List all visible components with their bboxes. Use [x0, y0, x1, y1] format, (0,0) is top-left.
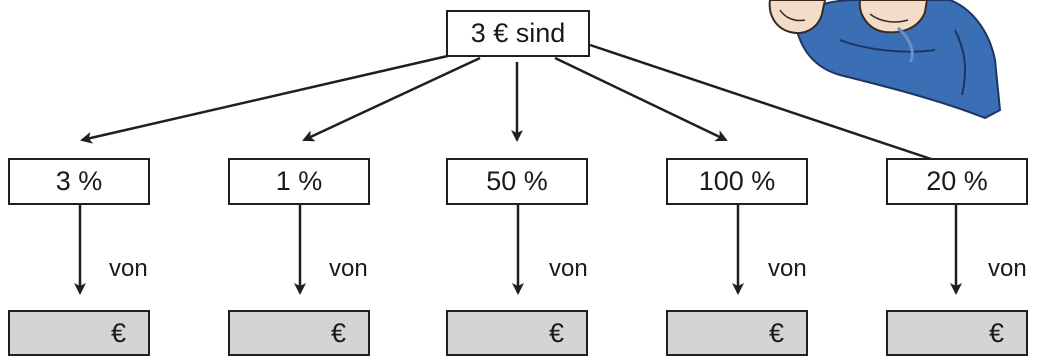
percent-box-4: 100 % — [666, 158, 808, 205]
arrow-top-to-col1 — [80, 50, 466, 144]
percent-label: 3 % — [55, 166, 103, 196]
percent-label: 50 % — [486, 166, 548, 196]
von-label-2: von — [329, 255, 368, 282]
euro-unit: € — [548, 317, 564, 348]
percent-label: 20 % — [926, 166, 988, 196]
von-label-5: von — [988, 255, 1027, 282]
percent-box-5: 20 % — [886, 158, 1028, 205]
answer-box-4[interactable]: € — [666, 310, 808, 356]
percent-box-3: 50 % — [446, 158, 588, 205]
percent-label: 100 % — [698, 166, 776, 196]
top-box-label: 3 € sind — [470, 18, 566, 48]
von-label-3: von — [549, 255, 588, 282]
euro-unit: € — [110, 317, 126, 348]
person-thinking-icon — [768, 0, 1002, 120]
percent-box-1: 3 % — [8, 158, 150, 205]
von-label-1: von — [109, 255, 148, 282]
arrow-top-to-col5 — [589, 43, 957, 170]
top-box: 3 € sind — [446, 10, 590, 57]
percent-box-2: 1 % — [228, 158, 370, 205]
euro-unit: € — [988, 317, 1004, 348]
arrow-top-to-col4 — [554, 56, 728, 142]
answer-box-3[interactable]: € — [446, 310, 588, 356]
percent-label: 1 % — [275, 166, 323, 196]
euro-unit: € — [768, 317, 784, 348]
answer-box-2[interactable]: € — [228, 310, 370, 356]
answer-box-5[interactable]: € — [886, 310, 1028, 356]
answer-box-1[interactable]: € — [8, 310, 150, 356]
euro-unit: € — [330, 317, 346, 348]
von-label-4: von — [768, 255, 807, 282]
arrow-top-to-col2 — [302, 56, 481, 142]
